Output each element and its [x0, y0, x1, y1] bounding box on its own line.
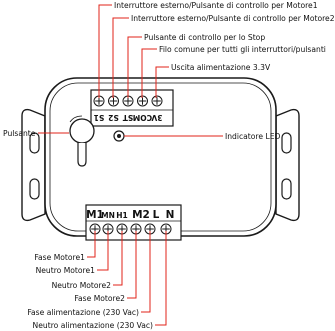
- top-terminal-label-3: COM: [133, 113, 152, 122]
- label-com: Filo comune per tutti gli interruttori/p…: [159, 45, 326, 54]
- left-mounting-ear: [21, 108, 46, 222]
- top-terminal-label-2: ST: [122, 113, 133, 122]
- label-3v: Uscita alimentazione 3.3V: [171, 63, 271, 72]
- callout-l: [141, 231, 151, 313]
- callout-3v: [155, 66, 169, 98]
- callout-n: [155, 231, 167, 326]
- callout-m2: [127, 231, 137, 299]
- label-st: Pulsante di controllo per lo Stop: [144, 33, 266, 42]
- callout-s1: [98, 4, 112, 98]
- bottom-terminal-label-2: H1: [116, 211, 128, 220]
- label-n: Neutro alimentazione (230 Vac): [32, 321, 153, 330]
- label-button: Pulsante: [3, 129, 36, 138]
- top-terminal-label-0: S1: [94, 113, 105, 122]
- led-indicator-icon: [113, 130, 125, 142]
- label-mn: Neutro Motore1: [35, 266, 95, 275]
- bottom-screw-2-icon: [116, 223, 128, 235]
- push-button-icon: [69, 115, 95, 167]
- callout-h1: [113, 231, 123, 286]
- label-l: Fase alimentazione (230 Vac): [27, 308, 139, 317]
- bottom-terminal-label-5: N: [166, 209, 175, 221]
- right-mounting-ear: [275, 108, 300, 222]
- callout-lines: [38, 4, 223, 326]
- label-m1: Fase Motore1: [34, 253, 85, 262]
- callout-st: [127, 36, 142, 98]
- callout-s2: [112, 17, 129, 98]
- top-terminal-label-1: S2: [108, 113, 119, 122]
- callout-m1: [87, 231, 96, 258]
- top-terminal-label-4: 3V: [151, 113, 162, 122]
- top-screw-4-icon: [151, 95, 163, 107]
- bottom-terminal-label-3: M2: [132, 209, 150, 221]
- label-m2: Fase Motore2: [74, 294, 125, 303]
- callout-mn: [97, 231, 109, 271]
- label-s1: Interruttore esterno/Pulsante di control…: [114, 1, 318, 10]
- bottom-terminal-label-0: M1: [86, 209, 104, 221]
- bottom-terminal-label-4: L: [153, 209, 160, 221]
- callout-com: [141, 48, 157, 98]
- top-screw-2-icon: [122, 95, 134, 107]
- label-h1: Neutro Motore2: [51, 281, 111, 290]
- label-s2: Interruttore esterno/Pulsante di control…: [131, 14, 335, 23]
- label-led: Indicatore LED: [225, 132, 281, 141]
- bottom-terminal-label-1: MN: [101, 211, 115, 220]
